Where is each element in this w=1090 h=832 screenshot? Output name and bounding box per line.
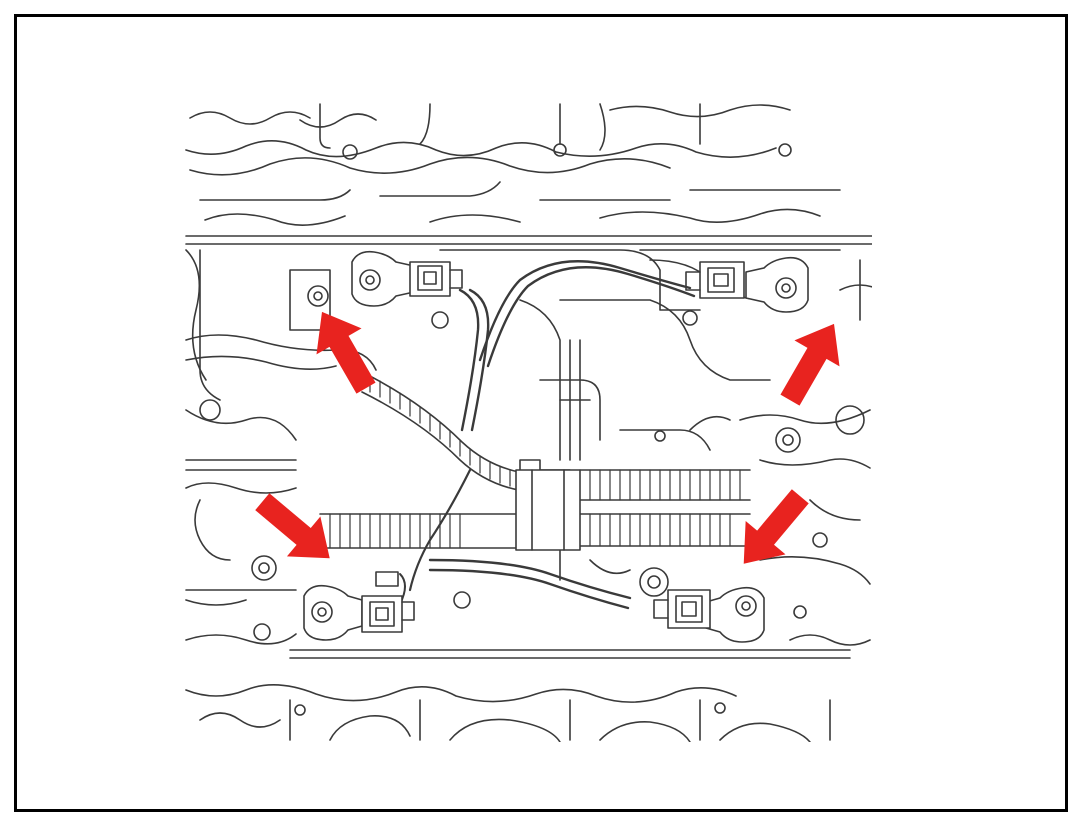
knock-sensor-icon xyxy=(303,571,415,641)
knock-sensor-icon xyxy=(653,586,765,643)
engine-block-outline xyxy=(185,103,872,742)
arrow-upper-right xyxy=(780,323,840,406)
knock-sensor-icon xyxy=(351,250,463,307)
wiring-harness xyxy=(319,260,751,610)
arrow-upper-left xyxy=(316,311,376,394)
arrow-lower-left xyxy=(255,493,330,559)
knock-sensor-icon xyxy=(685,256,809,313)
arrow-lower-right xyxy=(743,489,809,564)
